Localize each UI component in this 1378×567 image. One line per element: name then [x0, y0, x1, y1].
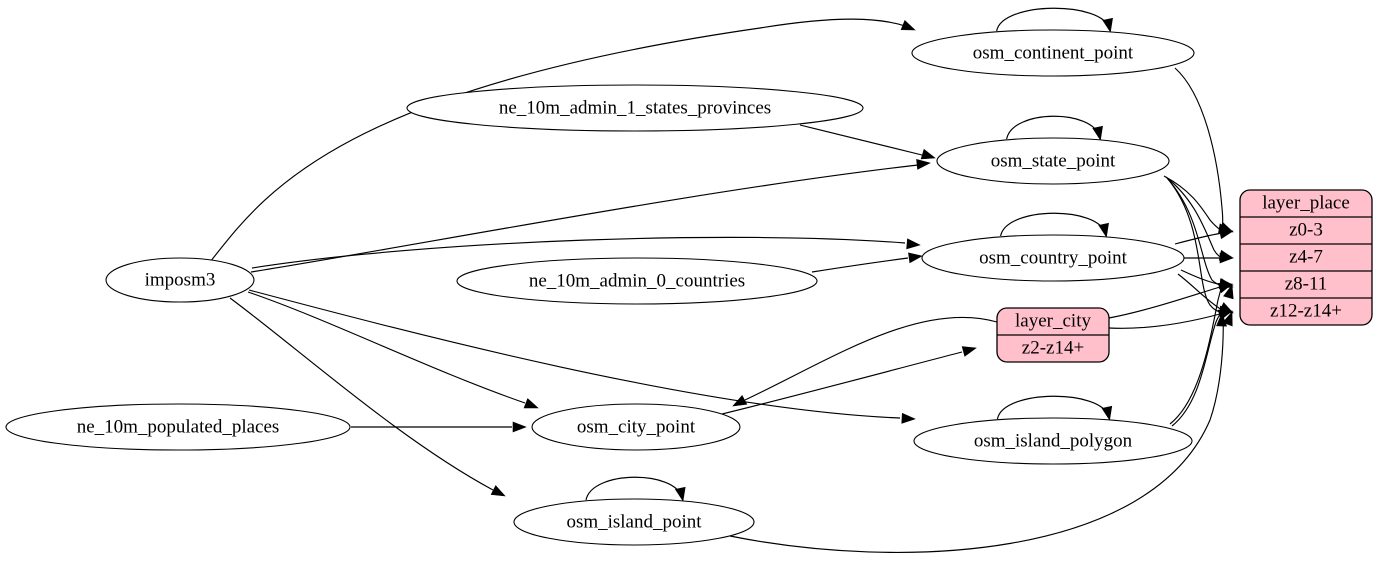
edge-osm-state-point-to-layer-place-z0-3 — [1163, 175, 1223, 232]
node-label-osm-state-point: osm_state_point — [991, 150, 1116, 171]
edge-layer-city-to-layer-place-z8-11-arrow-head-icon — [1217, 282, 1233, 294]
node-osm-island-point[interactable]: osm_island_point — [513, 498, 755, 546]
edge-layer-city-to-layer-place-z12-z14 — [1108, 313, 1221, 329]
edge-imposm3-to-osm-country-point-arrow-head-icon — [906, 238, 921, 250]
edge-osm-island-polygon-to-layer-place-z8-11-arrow-head-icon — [1223, 284, 1234, 300]
selfloop-osm-state-point — [1006, 115, 1100, 140]
selfloop-osm-island-polygon — [996, 395, 1110, 420]
edge-layer-city-to-osm-city-point-arrow-head-icon — [732, 394, 748, 407]
node-ne-10m-admin-1-states-provinces[interactable]: ne_10m_admin_1_states_provinces — [406, 84, 864, 132]
selfloop-osm-country-point-arrow-head-icon — [1098, 222, 1109, 238]
node-label-osm-country-point: osm_country_point — [979, 247, 1127, 268]
selfloop-osm-continent-point — [996, 7, 1110, 32]
edge-ne-countries-to-osm-country-point — [811, 257, 909, 273]
selfloop-osm-island-polygon-arrow-head-icon — [1101, 405, 1113, 421]
edge-osm-island-polygon-to-layer-place-z8-11 — [1169, 285, 1223, 425]
record-row-layer-place-title: layer_place — [1262, 192, 1350, 213]
edge-osm-country-point-to-layer-place-z12-z14 — [1177, 273, 1223, 311]
node-label-imposm3: imposm3 — [145, 269, 216, 290]
record-row-layer-city-title: layer_city — [1015, 310, 1091, 331]
edge-osm-island-polygon-to-layer-place-z12-z14 — [1171, 312, 1223, 427]
edge-osm-state-point-to-layer-place-z4-7 — [1165, 176, 1223, 259]
edge-osm-island-point-to-layer-place-z12-z14 — [729, 314, 1224, 553]
edge-imposm3-to-osm-continent-point — [209, 18, 906, 263]
selfloop-osm-state-point-arrow-head-icon — [1092, 125, 1103, 141]
selfloop-osm-country-point — [1000, 212, 1106, 237]
record-node-layer-place[interactable]: layer_place z0-3 z4-7 z8-11 z12-z14+ — [1239, 189, 1373, 326]
edge-ne-states-to-osm-state-point — [799, 124, 923, 156]
selfloop-osm-island-point — [585, 476, 683, 501]
edge-ne-states-to-osm-state-point-arrow-head-icon — [920, 148, 936, 160]
selfloop-osm-continent-point-arrow-head-icon — [1102, 17, 1113, 33]
edge-imposm3-to-osm-island-polygon-arrow-head-icon — [901, 412, 916, 424]
edge-osm-state-point-to-layer-place-z8-11 — [1166, 177, 1223, 286]
node-osm-island-polygon[interactable]: osm_island_polygon — [913, 417, 1193, 465]
edge-imposm3-to-osm-state-point-arrow-head-icon — [916, 158, 931, 170]
edge-osm-city-point-to-layer-city — [717, 351, 963, 416]
edge-osm-island-point-to-layer-place-z12-z14-arrow-head-icon — [1216, 312, 1227, 327]
edge-imposm3-to-osm-island-point-arrow-head-icon — [490, 485, 506, 497]
record-row-layer-place-z12-z14[interactable]: z12-z14+ — [1270, 300, 1342, 321]
record-row-layer-place-z0-3[interactable]: z0-3 — [1289, 219, 1323, 240]
edge-imposm3-to-osm-state-point — [250, 164, 919, 273]
node-label-osm-island-point: osm_island_point — [566, 511, 702, 532]
node-ne-10m-populated-places[interactable]: ne_10m_populated_places — [5, 403, 351, 451]
node-label-osm-continent-point: osm_continent_point — [973, 42, 1134, 63]
edge-osm-state-point-to-layer-place-z0-3-arrow-head-icon — [1218, 221, 1234, 233]
edge-osm-city-point-to-layer-city-arrow-head-icon — [961, 346, 977, 357]
edge-osm-country-point-to-layer-place-z4-7-arrow-head-icon — [1219, 252, 1234, 264]
record-row-layer-city-z2-z14[interactable]: z2-z14+ — [1022, 337, 1084, 358]
edge-imposm3-to-osm-island-point — [229, 297, 494, 491]
node-osm-state-point[interactable]: osm_state_point — [936, 137, 1170, 185]
record-row-layer-place-z8-11[interactable]: z8-11 — [1285, 273, 1328, 294]
node-label-osm-city-point: osm_city_point — [577, 416, 696, 437]
edge-osm-state-point-to-layer-place-z12-z14 — [1167, 178, 1223, 313]
record-node-layer-city[interactable]: layer_city z2-z14+ — [996, 307, 1110, 363]
edge-imposm3-to-osm-city-point-arrow-head-icon — [523, 398, 539, 409]
node-label-osm-island-polygon: osm_island_polygon — [974, 430, 1133, 451]
node-osm-country-point[interactable]: osm_country_point — [921, 234, 1185, 282]
node-label-ne-populated: ne_10m_populated_places — [77, 416, 280, 437]
edge-layer — [209, 7, 1234, 553]
node-osm-city-point[interactable]: osm_city_point — [531, 403, 741, 451]
edge-imposm3-to-osm-city-point — [247, 291, 526, 404]
edge-ne-populated-to-osm-city-point-arrow-head-icon — [512, 421, 527, 433]
edge-imposm3-to-osm-island-polygon — [248, 289, 901, 419]
node-label-ne-countries: ne_10m_admin_0_countries — [529, 270, 745, 291]
edge-imposm3-to-osm-country-point — [251, 236, 906, 269]
edge-layer-city-to-layer-place-z8-11 — [1108, 286, 1221, 319]
node-ne-10m-admin-0-countries[interactable]: ne_10m_admin_0_countries — [456, 257, 818, 305]
selfloop-osm-island-point-arrow-head-icon — [674, 486, 686, 502]
node-imposm3[interactable]: imposm3 — [105, 257, 255, 303]
record-row-layer-place-z4-7[interactable]: z4-7 — [1289, 246, 1323, 267]
node-label-ne-states: ne_10m_admin_1_states_provinces — [499, 97, 771, 118]
node-osm-continent-point[interactable]: osm_continent_point — [911, 29, 1195, 77]
edge-ne-countries-to-osm-country-point-arrow-head-icon — [908, 252, 923, 264]
edge-imposm3-to-osm-continent-point-arrow-head-icon — [900, 19, 916, 31]
edge-layer-city-to-osm-city-point — [744, 316, 998, 401]
